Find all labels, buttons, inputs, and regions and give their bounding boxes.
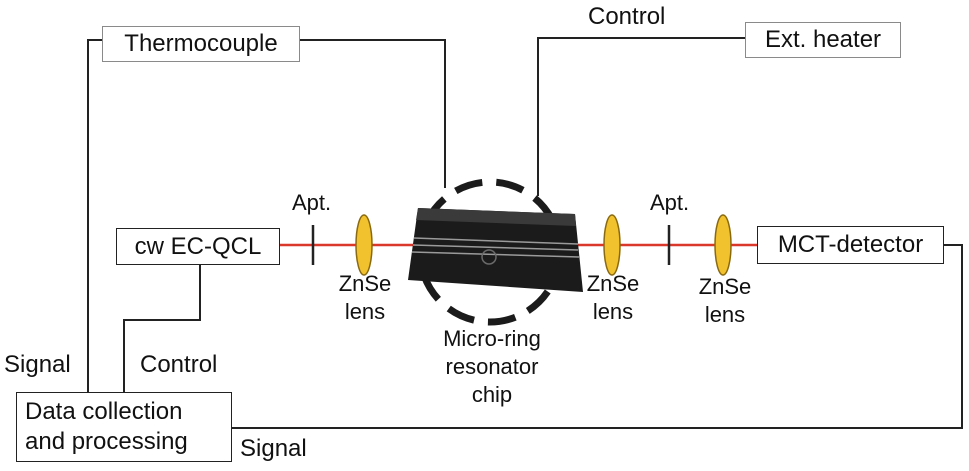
wires [87, 37, 963, 429]
data-collection-line-2: and processing [25, 428, 188, 455]
znse-lens-2 [603, 214, 621, 276]
detector-label: MCT-detector [777, 231, 924, 258]
lens-3-line-1: ZnSe [698, 274, 752, 299]
ring-resonator [481, 249, 497, 265]
waveguide-2 [412, 244, 579, 251]
aperture-2-label: Apt. [650, 190, 690, 215]
lens-1-line-1: ZnSe [338, 271, 392, 296]
thermocouple-label: Thermocouple [124, 30, 278, 57]
chip-top-edge [416, 208, 576, 226]
lenses [355, 214, 732, 276]
laser-label: cw EC-QCL [134, 232, 262, 260]
apertures [311, 225, 671, 265]
laser-control-wire [123, 265, 201, 392]
data-collection-text: Data collection and processing [25, 397, 231, 457]
lens-2-line-1: ZnSe [586, 271, 640, 296]
signal-label-bottom: Signal [240, 435, 307, 462]
data-collection-box: Data collection and processing [16, 392, 232, 462]
control-label-top: Control [588, 3, 666, 30]
data-collection-line-1: Data collection [25, 398, 183, 425]
lens-3-label: ZnSe lens [692, 273, 758, 329]
ext-heater-box: Ext. heater [745, 22, 901, 58]
heater-control-wire [537, 37, 745, 196]
detector-signal-wire [232, 244, 963, 429]
lens-1-line-2: lens [344, 299, 386, 324]
chip-body [408, 208, 583, 292]
chip-line-2: resonator [445, 354, 539, 379]
detector-box: MCT-detector [757, 226, 944, 264]
znse-lens-3 [714, 214, 732, 276]
thermocouple-box: Thermocouple [102, 26, 300, 62]
chip-line-3: chip [471, 382, 513, 407]
lens-2-label: ZnSe lens [580, 270, 646, 326]
lens-1-label: ZnSe lens [332, 270, 398, 326]
chip-line-1: Micro-ring [443, 326, 541, 351]
ext-heater-label: Ext. heater [764, 26, 882, 53]
znse-lens-1 [355, 214, 373, 276]
waveguide-1 [413, 237, 579, 245]
thermocouple-signal-wire [87, 39, 102, 392]
lens-3-line-2: lens [704, 302, 746, 327]
resonator-chip [408, 208, 583, 292]
control-label-left: Control [140, 351, 218, 378]
aperture-1-label: Apt. [292, 190, 332, 215]
laser-box: cw EC-QCL [116, 228, 280, 265]
lens-2-line-2: lens [592, 299, 634, 324]
chip-label: Micro-ring resonator chip [424, 325, 560, 409]
signal-label-left: Signal [4, 351, 71, 378]
thermocouple-probe-wire [300, 39, 446, 188]
